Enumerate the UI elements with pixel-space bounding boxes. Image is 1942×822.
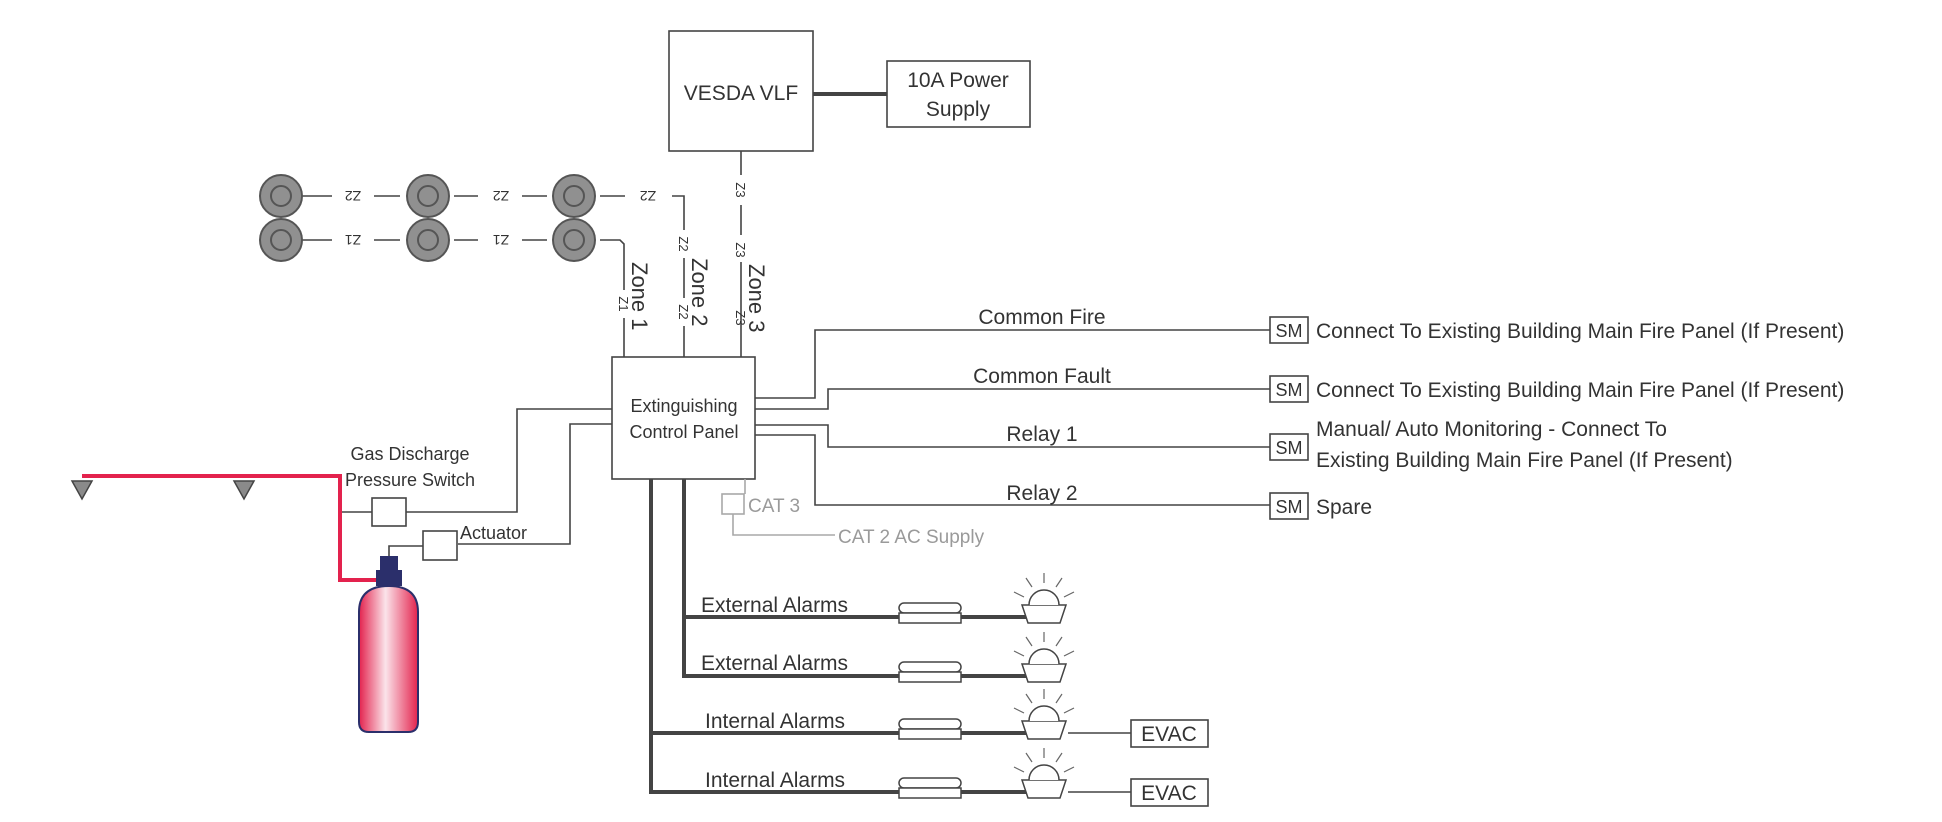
common-fire-line [755, 329, 1270, 399]
zone2-tag-b: Z2 [493, 188, 510, 204]
destination-relay1-line2: Existing Building Main Fire Panel (If Pr… [1316, 449, 1733, 472]
relay1-label: Relay 1 [1006, 423, 1077, 446]
external-alarms-label-1: External Alarms [701, 594, 848, 617]
zone3-label: Zone 3 [744, 264, 769, 333]
control-panel-label-1: Extinguishing [630, 396, 737, 416]
control-panel-label-2: Control Panel [629, 422, 738, 442]
external-alarms-label-2: External Alarms [701, 652, 848, 675]
relay2-label: Relay 2 [1006, 482, 1077, 505]
destination-relay2: Spare [1316, 496, 1372, 519]
alarm-bus-internal [649, 479, 1030, 794]
zone1-tag-c: Z1 [616, 296, 631, 311]
smoke-detector-icon [259, 174, 303, 218]
actuator-box [422, 530, 458, 561]
sounder-icon [898, 602, 962, 624]
evac-box-1 [1130, 719, 1209, 748]
zone3-tag-2: Z3 [733, 242, 748, 257]
sm-label-relay1: SM [1276, 438, 1303, 458]
power-supply-label-2: Supply [926, 98, 991, 121]
common-fire-label: Common Fire [978, 306, 1105, 329]
zone1-tag-b: Z1 [493, 232, 510, 248]
destination-fire: Connect To Existing Building Main Fire P… [1316, 320, 1844, 343]
beacon-icon [1013, 573, 1075, 624]
evac-label-2: EVAC [1141, 782, 1197, 805]
relay2-line [755, 434, 1270, 506]
zone2-tag-e: Z2 [676, 304, 691, 319]
common-fault-line [755, 388, 1270, 410]
zone2-label: Zone 2 [687, 258, 712, 327]
beacon-icon [1013, 748, 1075, 799]
actuator-line [458, 423, 612, 545]
sm-label-relay2: SM [1276, 497, 1303, 517]
alarm-bus-external [682, 479, 1030, 678]
sounder-icon [898, 661, 962, 683]
cat3-label: CAT 3 [748, 496, 800, 517]
vesda-box [668, 30, 814, 152]
zone2-tag-c: Z2 [640, 188, 657, 204]
smoke-detector-icon [406, 218, 450, 262]
sm-box-relay1 [1269, 433, 1309, 461]
destination-fault: Connect To Existing Building Main Fire P… [1316, 379, 1844, 402]
nozzle-icon [70, 480, 94, 501]
gas-switch-label-1: Gas Discharge [350, 444, 469, 464]
zone3-tag-3: Z3 [733, 310, 748, 325]
zone3-tag-1: Z3 [733, 182, 748, 197]
relay1-line [755, 424, 1270, 448]
zone2-loop [302, 195, 685, 357]
gas-switch-box [371, 497, 407, 527]
beacon-icon [1013, 632, 1075, 683]
power-supply-box [886, 60, 1031, 128]
zone2-tag-d: Z2 [676, 236, 691, 251]
smoke-detector-icon [552, 218, 596, 262]
common-fault-label: Common Fault [973, 365, 1111, 388]
internal-alarms-label-1: Internal Alarms [705, 710, 845, 733]
sounder-icon [898, 777, 962, 799]
actuator-cylinder-link [388, 545, 423, 558]
vesda-label: VESDA VLF [684, 82, 798, 105]
sm-label-fault: SM [1276, 380, 1303, 400]
zone1-loop [302, 239, 625, 357]
sounder-icon [898, 718, 962, 740]
evac-label-1: EVAC [1141, 723, 1197, 746]
gas-switch-line [406, 408, 612, 513]
evac-links [1068, 732, 1131, 793]
cat2-label: CAT 2 AC Supply [838, 527, 985, 548]
cat3-box [721, 493, 745, 515]
nozzle-icon [232, 480, 256, 501]
control-panel-box [611, 356, 756, 480]
sm-box-relay2 [1269, 492, 1309, 520]
discharge-pipe [82, 474, 386, 582]
sm-box-fault [1269, 375, 1309, 403]
smoke-detector-icon [552, 174, 596, 218]
power-supply-label-1: 10A Power [907, 69, 1009, 92]
zone1-tag-a: Z1 [345, 232, 362, 248]
gas-switch-label-2: Pressure Switch [345, 470, 475, 490]
destination-relay1-line1: Manual/ Auto Monitoring - Connect To [1316, 418, 1667, 441]
evac-box-2 [1130, 778, 1209, 807]
zone2-tag-a: Z2 [345, 188, 362, 204]
actuator-label: Actuator [460, 523, 527, 543]
sm-label-fire: SM [1276, 321, 1303, 341]
zone1-label: Zone 1 [627, 262, 652, 331]
sm-box-fire [1269, 316, 1309, 344]
internal-alarms-label-2: Internal Alarms [705, 769, 845, 792]
smoke-detector-icon [406, 174, 450, 218]
gas-cylinder-icon [358, 556, 419, 733]
smoke-detector-icon [259, 218, 303, 262]
beacon-icon [1013, 689, 1075, 740]
